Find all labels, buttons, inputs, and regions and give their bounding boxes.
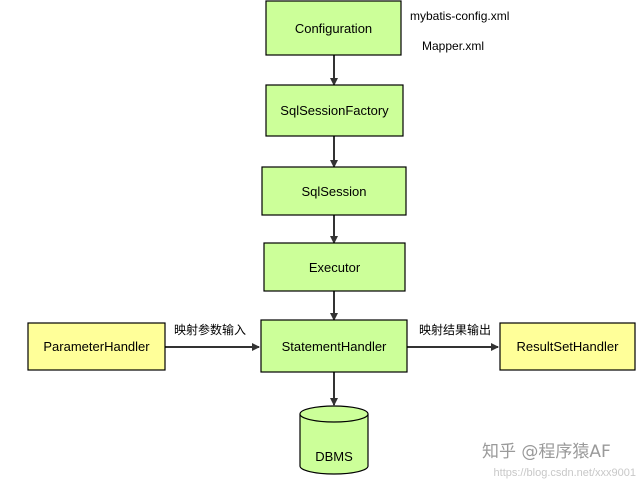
watermark-url: https://blog.csdn.net/xxx9001 bbox=[494, 467, 636, 479]
configuration-node: Configuration bbox=[265, 0, 402, 56]
mapper-file-note: Mapper.xml bbox=[422, 39, 484, 53]
dbms-node: DBMS bbox=[299, 405, 369, 475]
dbms-label: DBMS bbox=[315, 449, 353, 464]
executor-node: Executor bbox=[263, 242, 406, 292]
sql-session-factory-node: SqlSessionFactory bbox=[265, 84, 404, 137]
executor-label: Executor bbox=[309, 260, 361, 275]
sql-session-label: SqlSession bbox=[301, 184, 366, 199]
config-file-note: mybatis-config.xml bbox=[410, 9, 509, 23]
sql-session-factory-label: SqlSessionFactory bbox=[280, 103, 389, 118]
configuration-label: Configuration bbox=[295, 21, 372, 36]
parameter-handler-node: ParameterHandler bbox=[27, 322, 166, 371]
statement-handler-node: StatementHandler bbox=[260, 319, 408, 373]
result-set-handler-label: ResultSetHandler bbox=[517, 339, 620, 354]
param-mapping-label: 映射参数输入 bbox=[174, 322, 246, 337]
watermark-author: 知乎 @程序猿AF bbox=[482, 442, 611, 462]
result-set-handler-node: ResultSetHandler bbox=[499, 322, 636, 371]
parameter-handler-label: ParameterHandler bbox=[43, 339, 150, 354]
result-mapping-label: 映射结果输出 bbox=[419, 322, 491, 337]
statement-handler-label: StatementHandler bbox=[282, 339, 387, 354]
sql-session-node: SqlSession bbox=[261, 166, 407, 216]
